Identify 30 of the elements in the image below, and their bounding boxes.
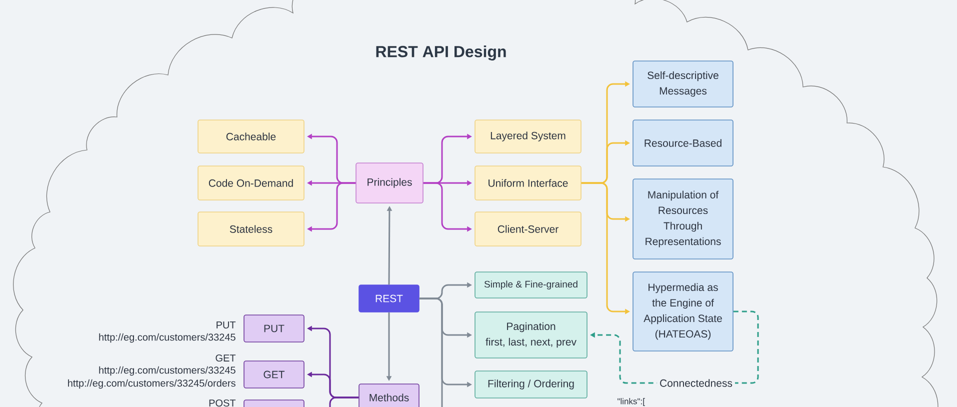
method-name: POST xyxy=(209,399,236,407)
method-box xyxy=(244,400,304,407)
constraint-box: Hypermedia as the Engine of Application State (HATEOAS) xyxy=(632,272,734,352)
connector-line xyxy=(329,396,359,407)
edge-label: Connectedness xyxy=(657,376,735,390)
principle-box: Uniform Interface xyxy=(474,166,582,200)
principle-box: Layered System xyxy=(474,120,582,154)
constraint-box: Resource-Based xyxy=(632,120,734,166)
method-box: GET xyxy=(244,360,304,388)
example-url: http://eg.com/customers/33245 xyxy=(99,366,236,376)
root-box: REST xyxy=(358,284,420,312)
principle-box: Client-Server xyxy=(474,212,582,246)
principle-box: Stateless xyxy=(198,212,304,246)
diagram-title: REST API Design xyxy=(376,46,506,60)
method-name: GET xyxy=(216,354,236,362)
example-url: http://eg.com/customers/33245/orders xyxy=(68,379,236,389)
method-box: Methods xyxy=(358,384,420,407)
connector-line xyxy=(419,298,443,407)
code-snippet: "links":[ xyxy=(618,398,645,406)
constraint-box: Manipulation of Resources Through Representations xyxy=(632,178,734,260)
method-box: PUT xyxy=(244,314,304,342)
example-url: http://eg.com/customers/33245 xyxy=(99,333,236,343)
guideline-box: Simple & Fine-grained xyxy=(474,272,588,298)
guideline-box: Filtering / Ordering xyxy=(474,370,588,398)
constraint-box: Self-descriptive Messages xyxy=(632,60,734,108)
method-name: PUT xyxy=(216,322,236,328)
category-box: Principles xyxy=(356,162,424,204)
principle-box: Cacheable xyxy=(198,120,304,154)
principle-box: Code On-Demand xyxy=(198,166,304,200)
guideline-box: Pagination first, last, next, prev xyxy=(474,312,588,358)
